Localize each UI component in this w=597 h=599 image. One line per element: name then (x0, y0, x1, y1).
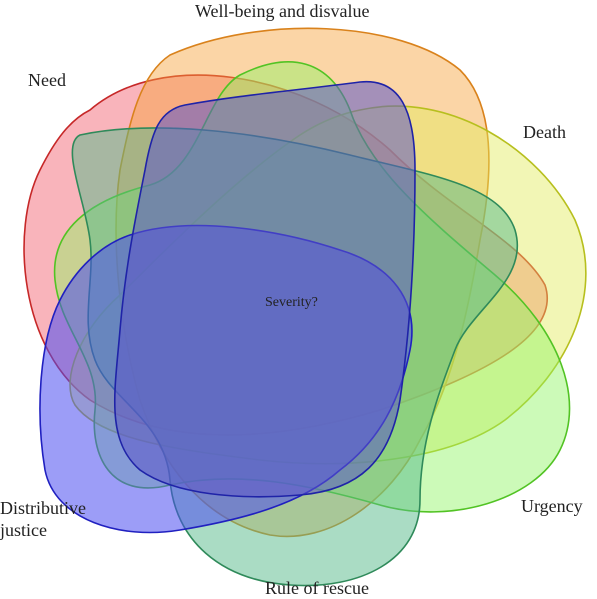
label-wellbeing: Well-being and disvalue (195, 1, 370, 21)
label-rescue: Rule of rescue (265, 578, 369, 598)
label-distributive: Distributive justice (0, 498, 91, 540)
label-urgency: Urgency (521, 496, 583, 516)
label-distributive-line-1: Distributive (0, 498, 86, 518)
label-distributive-line-2: justice (0, 520, 47, 540)
label-death: Death (523, 122, 566, 142)
central-region (113, 80, 416, 498)
label-need: Need (28, 70, 66, 90)
center-label: Severity? (265, 295, 318, 310)
